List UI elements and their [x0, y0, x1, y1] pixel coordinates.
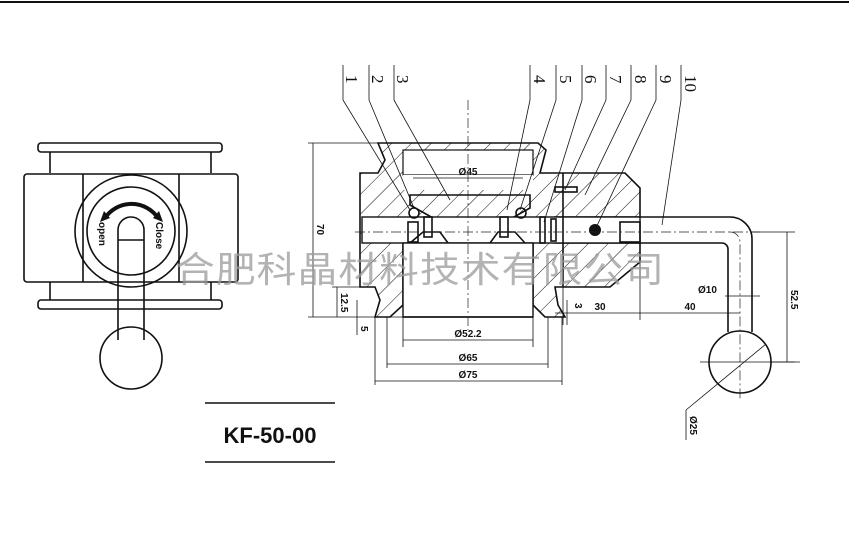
model-title: KF-50-00: [224, 423, 317, 448]
svg-text:52.5: 52.5: [788, 290, 799, 310]
watermark: 合肥科晶材料技术有限公司: [175, 250, 665, 291]
part-10: 10: [681, 75, 700, 92]
part-8: 8: [631, 75, 650, 84]
front-view: open Close: [23, 142, 239, 390]
part-3: 3: [393, 75, 412, 84]
svg-text:5: 5: [358, 326, 369, 332]
part-7: 7: [606, 75, 625, 84]
svg-text:70: 70: [314, 224, 325, 236]
svg-text:Ø75: Ø75: [459, 370, 478, 381]
svg-text:3: 3: [572, 303, 583, 309]
close-label: Close: [153, 222, 164, 250]
open-label: open: [96, 222, 107, 246]
rotation-arrow-icon: [103, 201, 160, 220]
svg-text:40: 40: [684, 302, 696, 313]
svg-text:Ø25: Ø25: [687, 416, 698, 435]
part-6: 6: [581, 75, 600, 84]
svg-text:30: 30: [594, 302, 606, 313]
part-number-labels: 1 2 3 4 5 6 7 8 9 10: [342, 65, 700, 231]
svg-text:Ø52.2: Ø52.2: [454, 329, 482, 340]
svg-text:12.5: 12.5: [338, 293, 349, 313]
part-2: 2: [368, 75, 387, 84]
dimensions: Ø45 Ø52.2 Ø65 Ø75 70 12.5 5 3 30 40 Ø10 …: [308, 142, 799, 440]
part-9: 9: [656, 75, 675, 84]
svg-text:Ø45: Ø45: [459, 167, 478, 178]
part-5: 5: [556, 75, 575, 84]
svg-text:Ø65: Ø65: [459, 353, 478, 364]
svg-text:Ø10: Ø10: [698, 285, 717, 296]
part-1: 1: [342, 75, 361, 84]
part-4: 4: [530, 75, 549, 84]
tube-handle: [640, 216, 800, 411]
handle-ball: [99, 326, 163, 390]
